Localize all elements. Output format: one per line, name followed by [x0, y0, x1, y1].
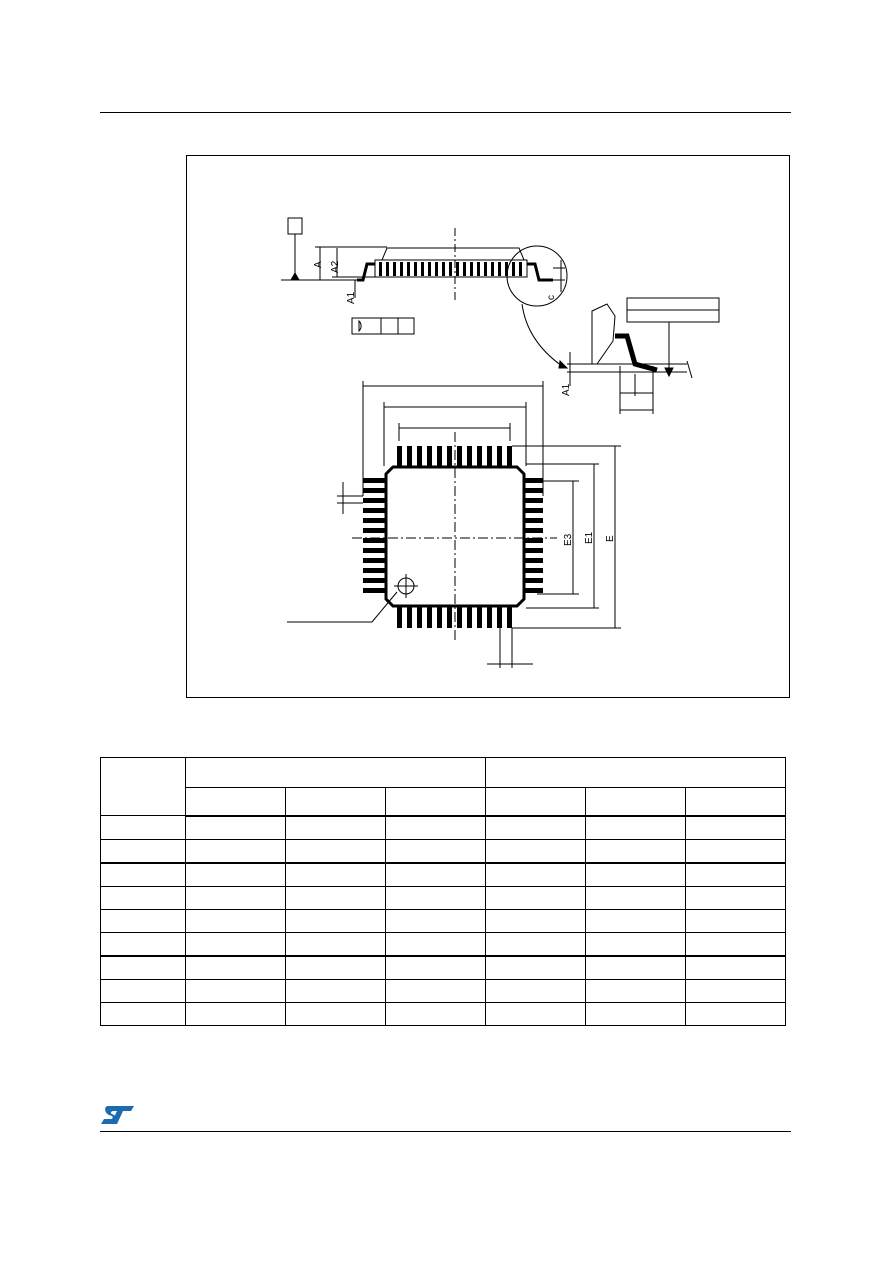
top-view-body — [384, 465, 526, 608]
table-row — [100, 815, 786, 840]
table-header-cell — [685, 787, 786, 817]
detail-lead-body — [591, 303, 616, 365]
package-outline-figure: A A2 A1 c A1 E3 E1 E — [186, 155, 790, 698]
table-row — [100, 838, 786, 864]
st-logo — [100, 1104, 136, 1131]
datum-triangle — [290, 271, 300, 281]
table-header-cell — [185, 787, 286, 817]
dim-label-c: c — [546, 295, 557, 300]
dim-label-a: A — [313, 261, 324, 268]
table-header-cell — [485, 787, 586, 817]
package-dimensions-table — [100, 757, 786, 1026]
right-pins — [524, 478, 543, 593]
header-rule — [100, 112, 791, 113]
table-row — [100, 978, 786, 1003]
left-pins — [363, 478, 386, 593]
datum-box — [287, 217, 303, 235]
dim-label-e: E — [605, 535, 616, 542]
table-row — [101, 787, 786, 817]
dim-label-a1-side: A1 — [346, 291, 357, 304]
table-row — [100, 955, 786, 980]
side-view-pins — [379, 262, 522, 276]
table-row — [100, 1001, 786, 1026]
table-row — [100, 757, 786, 816]
dim-label-a1-detail: A1 — [561, 383, 572, 396]
table-header-cell — [285, 787, 386, 817]
table-row — [100, 862, 786, 887]
table-header-cell — [385, 787, 486, 817]
table-header-cell — [585, 787, 686, 817]
side-view-body — [374, 259, 528, 278]
table-row — [100, 885, 786, 910]
table-row — [100, 931, 786, 957]
feature-control-frame — [351, 317, 415, 335]
table-header-cell — [100, 757, 186, 816]
side-view-body-top — [381, 247, 525, 261]
table-header-cell — [185, 757, 486, 788]
bottom-pins — [397, 606, 512, 628]
dim-label-e1: E1 — [584, 531, 595, 544]
dim-label-e3: E3 — [563, 533, 574, 546]
table-header-cell — [485, 757, 786, 788]
top-pins — [397, 446, 512, 467]
dim-label-a2: A2 — [330, 260, 341, 273]
footer-rule — [100, 1131, 791, 1132]
table-row — [100, 908, 786, 933]
package-drawing — [281, 217, 720, 668]
